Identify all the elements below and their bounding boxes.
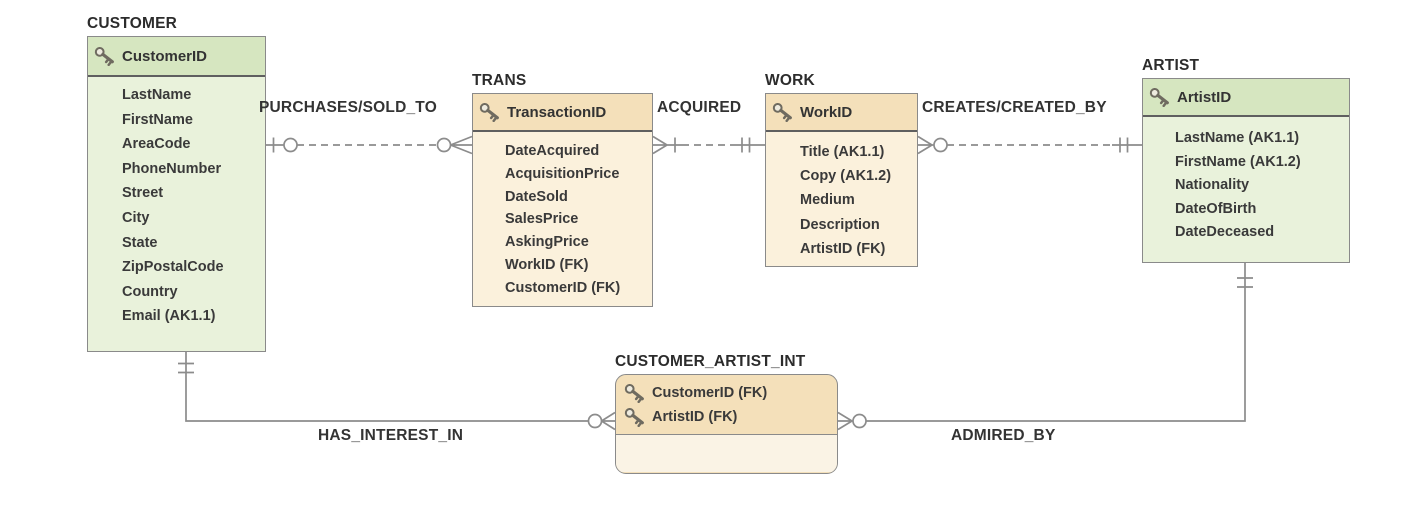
key-icon	[623, 383, 647, 403]
attr-row: FirstName (AK1.2)	[1175, 153, 1301, 170]
attr-row: Email (AK1.1)	[122, 308, 216, 325]
relationship-label-has-interest-in: HAS_INTEREST_IN	[318, 427, 464, 444]
key-icon	[771, 102, 795, 122]
connector-creates-created-by	[917, 135, 1142, 155]
primary-key-section: CustomerID (FK) ArtistID (FK)	[616, 375, 837, 435]
pk-row: CustomerID (FK)	[623, 381, 837, 405]
key-icon	[93, 46, 117, 66]
entity-title: CUSTOMER_ARTIST_INT	[615, 353, 806, 370]
pk-row: ArtistID (FK)	[623, 405, 837, 429]
relationship-label-acquired: ACQUIRED	[657, 99, 742, 116]
pk-label: TransactionID	[507, 103, 607, 121]
connector-has-interest-in	[178, 352, 616, 431]
primary-key-row: ArtistID	[1143, 79, 1349, 117]
entity-title: CUSTOMER	[87, 15, 178, 32]
attr-row: City	[122, 209, 150, 226]
pk-label: CustomerID	[122, 47, 208, 65]
attr-row: Street	[122, 185, 164, 202]
connector-admired-by	[837, 263, 1253, 431]
attr-row: AcquisitionPrice	[505, 165, 620, 182]
entity-trans: TRANS TransactionID DateAcquired Acquisi…	[472, 71, 653, 307]
primary-key-row: TransactionID	[473, 94, 652, 132]
attr-row: WorkID (FK)	[505, 256, 589, 273]
pk-label: CustomerID (FK)	[652, 385, 768, 401]
entity-empty-section	[616, 435, 837, 472]
attribute-list: Title (AK1.1) Copy (AK1.2) Medium Descri…	[766, 132, 917, 261]
attr-row: AreaCode	[122, 136, 191, 153]
attr-row: LastName (AK1.1)	[1175, 130, 1300, 146]
attr-row: PhoneNumber	[122, 160, 222, 177]
attr-row: ZipPostalCode	[122, 259, 224, 276]
attr-row: DateAcquired	[505, 143, 600, 159]
key-icon	[1148, 87, 1172, 107]
entity-box: CustomerID (FK) ArtistID (FK)	[615, 374, 838, 474]
attr-row: Title (AK1.1)	[800, 144, 885, 160]
entity-work: WORK WorkID Title (AK1.1) Copy (AK1.2) M…	[765, 71, 918, 267]
pk-label: WorkID	[800, 103, 853, 121]
relationship-label-creates-created-by: CREATES/CREATED_BY	[922, 99, 1107, 116]
attribute-list: LastName (AK1.1) FirstName (AK1.2) Natio…	[1143, 117, 1349, 245]
attr-row: Description	[800, 216, 880, 233]
attribute-list: LastName FirstName AreaCode PhoneNumber …	[88, 77, 265, 329]
attr-row: AskingPrice	[505, 234, 589, 251]
primary-key-row: CustomerID	[88, 37, 265, 77]
entity-title: TRANS	[472, 72, 527, 89]
key-icon	[623, 407, 647, 427]
entity-customer: CUSTOMER CustomerID LastName FirstName A…	[87, 14, 266, 352]
attr-row: State	[122, 234, 158, 251]
entity-box: CustomerID LastName FirstName AreaCode P…	[87, 36, 266, 352]
attr-row: DateSold	[505, 188, 568, 205]
attr-row: LastName	[122, 87, 192, 103]
attr-row: Copy (AK1.2)	[800, 168, 892, 185]
primary-key-row: WorkID	[766, 94, 917, 132]
attr-row: DateOfBirth	[1175, 200, 1257, 217]
attr-row: FirstName	[122, 111, 193, 128]
entity-customer-artist-int: CUSTOMER_ARTIST_INT CustomerID (FK) Arti…	[615, 352, 838, 474]
attribute-list: DateAcquired AcquisitionPrice DateSold S…	[473, 132, 652, 300]
pk-label: ArtistID (FK)	[652, 409, 738, 425]
attr-row: CustomerID (FK)	[505, 279, 621, 296]
entity-artist: ARTIST ArtistID LastName (AK1.1) FirstNa…	[1142, 56, 1350, 263]
relationship-label-admired-by: ADMIRED_BY	[951, 427, 1056, 444]
attr-row: Medium	[800, 192, 855, 209]
attr-row: Nationality	[1175, 177, 1250, 194]
attr-row: DateDeceased	[1175, 224, 1275, 241]
attr-row: ArtistID (FK)	[800, 240, 886, 257]
entity-title: ARTIST	[1142, 57, 1200, 74]
entity-box: WorkID Title (AK1.1) Copy (AK1.2) Medium…	[765, 93, 918, 267]
entity-box: ArtistID LastName (AK1.1) FirstName (AK1…	[1142, 78, 1350, 263]
pk-label: ArtistID	[1177, 88, 1232, 106]
connector-purchases-sold-to	[266, 135, 473, 155]
entity-box: TransactionID DateAcquired AcquisitionPr…	[472, 93, 653, 307]
attr-row: Country	[122, 283, 178, 300]
relationship-label-purchases-sold-to: PURCHASES/SOLD_TO	[259, 99, 437, 116]
entity-title: WORK	[765, 72, 815, 89]
attr-row: SalesPrice	[505, 211, 579, 228]
key-icon	[478, 102, 502, 122]
connector-acquired	[652, 135, 765, 155]
